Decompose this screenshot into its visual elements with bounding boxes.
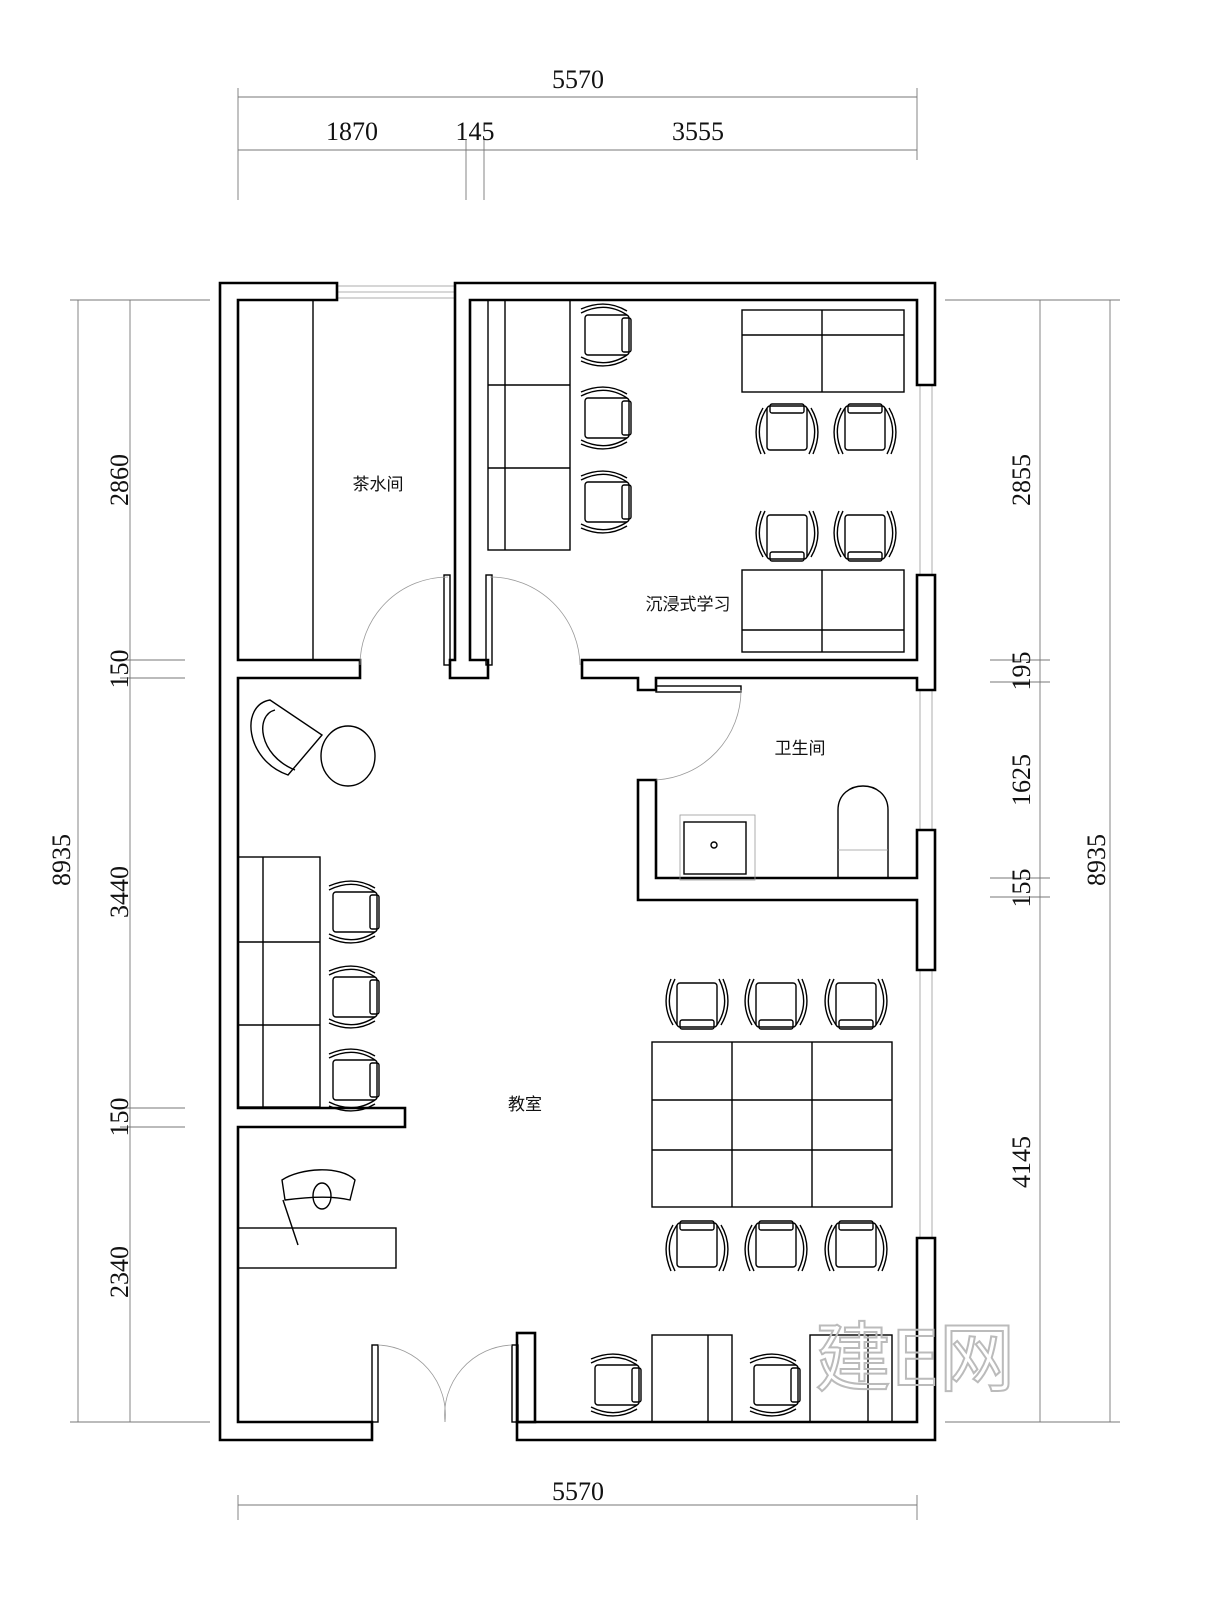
dim-left-segment: 2340 <box>105 1246 134 1298</box>
desk-bottom <box>651 1334 893 1423</box>
chair <box>580 470 632 534</box>
round-side-table <box>320 725 376 787</box>
chair <box>580 386 632 450</box>
dim-left-segment: 2860 <box>105 454 134 506</box>
chair <box>824 978 888 1030</box>
room-label-restroom: 卫生间 <box>775 739 826 759</box>
watermark-logo: 建E网 <box>815 1314 1015 1403</box>
study-table-bottom <box>741 569 905 653</box>
chair <box>590 1353 642 1417</box>
receptionist-figure <box>281 1169 356 1246</box>
dim-right-segment: 1625 <box>1007 754 1036 806</box>
lounge-chair <box>250 699 324 776</box>
room-label-immersive-study: 沉浸式学习 <box>646 595 731 615</box>
chair <box>755 510 819 562</box>
chair <box>665 1220 729 1272</box>
chair <box>755 403 819 455</box>
chair <box>328 965 380 1029</box>
dim-top-segment: 3555 <box>672 117 724 146</box>
chair <box>749 1353 801 1417</box>
reception-desk <box>237 1227 397 1269</box>
chair <box>824 1220 888 1272</box>
room-label-classroom: 教室 <box>508 1095 542 1115</box>
dim-left-segment: 3440 <box>105 866 134 918</box>
doors <box>359 574 742 1423</box>
sink <box>679 814 756 881</box>
dim-left-total: 8935 <box>47 834 76 886</box>
classroom-table <box>651 1041 893 1208</box>
chair <box>744 978 808 1030</box>
chair <box>833 510 897 562</box>
classroom-bench <box>237 856 321 1108</box>
walls <box>218 281 937 1442</box>
dim-bottom-total: 5570 <box>552 1477 604 1506</box>
windows <box>336 285 933 1239</box>
chair <box>328 1048 380 1112</box>
dim-right-total: 8935 <box>1082 834 1111 886</box>
chair <box>744 1220 808 1272</box>
dim-left-segment: 150 <box>105 650 134 689</box>
toilet <box>837 785 889 879</box>
dim-left-segment: 150 <box>105 1098 134 1137</box>
dim-top-segment: 1870 <box>326 117 378 146</box>
chair <box>328 880 380 944</box>
dim-right-segment: 155 <box>1007 869 1036 908</box>
dim-right-segment: 4145 <box>1007 1136 1036 1188</box>
study-bench <box>487 299 571 551</box>
dim-top-total: 5570 <box>552 65 604 94</box>
dim-top-segment: 145 <box>456 117 495 146</box>
chair <box>833 403 897 455</box>
dimension-lines <box>70 88 1120 1520</box>
study-table-top <box>741 309 905 393</box>
chair <box>580 303 632 367</box>
chair <box>665 978 729 1030</box>
dim-right-segment: 2855 <box>1007 454 1036 506</box>
furniture-static <box>237 299 905 1423</box>
dim-right-segment: 195 <box>1007 652 1036 691</box>
room-label-tea-room: 茶水间 <box>353 475 404 495</box>
chairs <box>328 303 897 1417</box>
